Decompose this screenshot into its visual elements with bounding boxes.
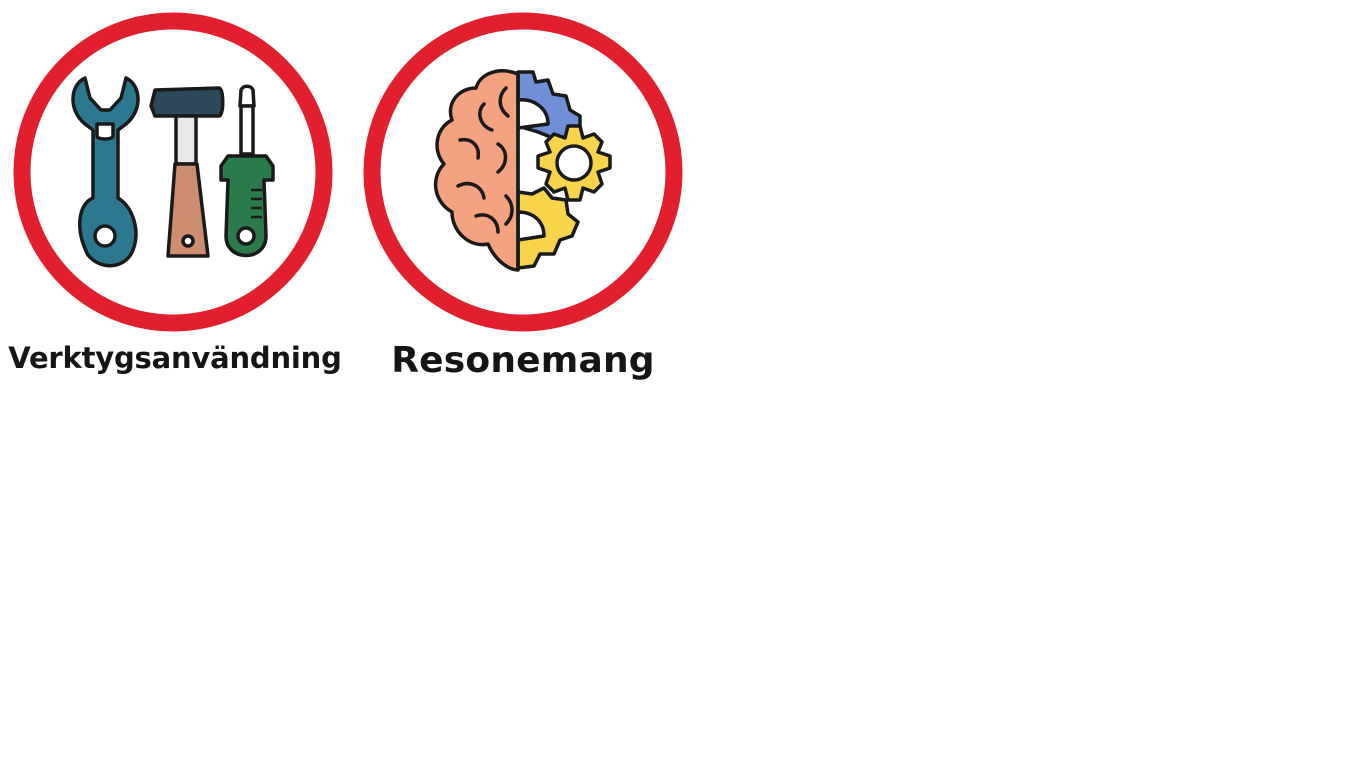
tools-icon: [13, 12, 333, 332]
brain-gears-icon: [363, 12, 683, 332]
reasoning-label: Resonemang: [391, 340, 655, 381]
tool-use-label: Verktygsanvändning: [8, 341, 342, 375]
reasoning-badge: Resonemang: [348, 0, 698, 400]
tool-use-badge: Verktygsanvändning: [0, 0, 350, 400]
